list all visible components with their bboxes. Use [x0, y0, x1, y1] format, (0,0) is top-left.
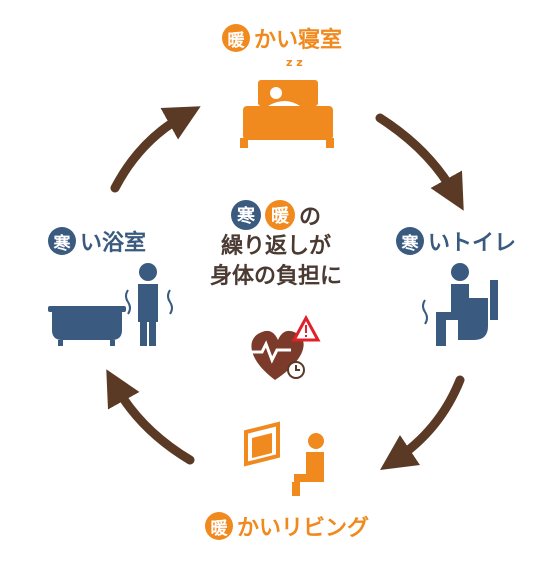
heater-chair-icon	[244, 421, 324, 496]
arrow-bottom-left	[106, 369, 195, 465]
warm-living-label: 暖 かいリビング	[205, 510, 369, 542]
heart-warning-icon	[251, 314, 321, 380]
center-message: 寒 暖 の 繰り返しが 身体の負担に	[176, 198, 376, 292]
cold-bath-text: い浴室	[80, 231, 147, 256]
warm-bedroom-label: 暖 かい寝室	[222, 22, 342, 54]
bed-icon: z z	[240, 56, 334, 148]
center-cold-badge: 寒	[230, 200, 261, 230]
sleep-mark: z z	[286, 56, 303, 69]
center-row-1: 寒 暖 の	[176, 198, 376, 232]
center-line-3: 身体の負担に	[209, 264, 342, 289]
arrow-bottom-right	[380, 375, 465, 470]
cold-badge: 寒	[48, 227, 76, 255]
center-warm-badge: 暖	[264, 200, 295, 230]
warm-bedroom-text: かい寝室	[254, 28, 343, 53]
center-particle: の	[298, 205, 321, 230]
bathtub-icon	[48, 263, 173, 346]
cold-toilet-label: 寒 いトイレ	[396, 225, 516, 257]
warm-badge: 暖	[205, 512, 233, 540]
cold-bath-label: 寒 い浴室	[48, 225, 146, 257]
arrow-top-right	[375, 113, 464, 211]
toilet-icon	[422, 263, 498, 346]
warm-living-text: かいリビング	[237, 516, 370, 541]
center-line-2: 繰り返しが	[220, 234, 331, 259]
warm-badge: 暖	[222, 24, 250, 52]
cold-badge: 寒	[396, 227, 424, 255]
cold-toilet-text: いトイレ	[428, 231, 517, 256]
arrow-top-left	[110, 106, 201, 193]
